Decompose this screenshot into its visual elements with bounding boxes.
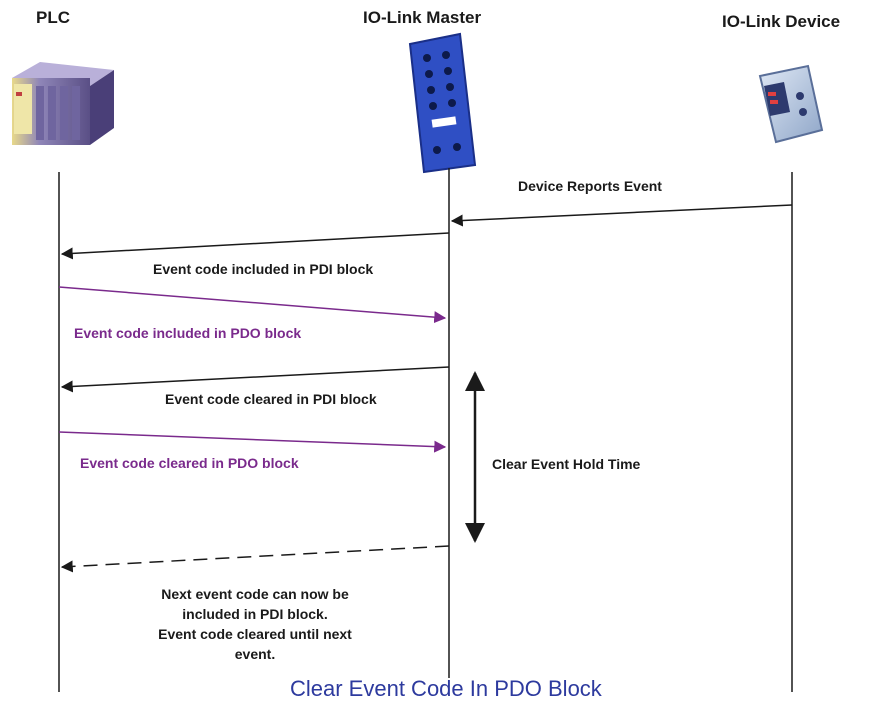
next-event-note: Next event code can now be included in P…: [125, 584, 385, 664]
next-event-line-2: included in PDI block.: [182, 606, 328, 622]
arrow-master-to-plc-next: [60, 545, 450, 573]
next-event-line-3: Event code cleared until next: [158, 626, 352, 642]
io-link-device-icon: [758, 64, 824, 144]
pdo-cleared-label: Event code cleared in PDO block: [80, 455, 299, 471]
next-event-line-4: event.: [234, 646, 276, 662]
arrow-plc-to-master-pdo: [58, 286, 447, 324]
io-link-master-icon: [408, 32, 477, 174]
arrow-master-to-plc-pdi: [60, 232, 450, 260]
hold-time-label: Clear Event Hold Time: [492, 456, 641, 472]
arrow-device-to-master: [450, 204, 793, 227]
plc-icon: [12, 62, 114, 145]
arrow-plc-to-master-pdo-cleared: [58, 431, 447, 453]
arrow-master-to-plc-cleared: [60, 366, 450, 393]
device-reports-event-label: Device Reports Event: [518, 178, 662, 194]
next-event-line-1: Next event code can now be: [161, 586, 349, 602]
pdo-included-label: Event code included in PDO block: [74, 325, 302, 341]
io-link-device-label: IO-Link Device: [722, 12, 841, 31]
pdi-cleared-label: Event code cleared in PDI block: [165, 391, 377, 407]
diagram-caption: Clear Event Code In PDO Block: [290, 676, 602, 701]
pdi-included-label: Event code included in PDI block: [153, 261, 374, 277]
io-link-master-label: IO-Link Master: [363, 8, 482, 27]
plc-label: PLC: [36, 8, 70, 27]
